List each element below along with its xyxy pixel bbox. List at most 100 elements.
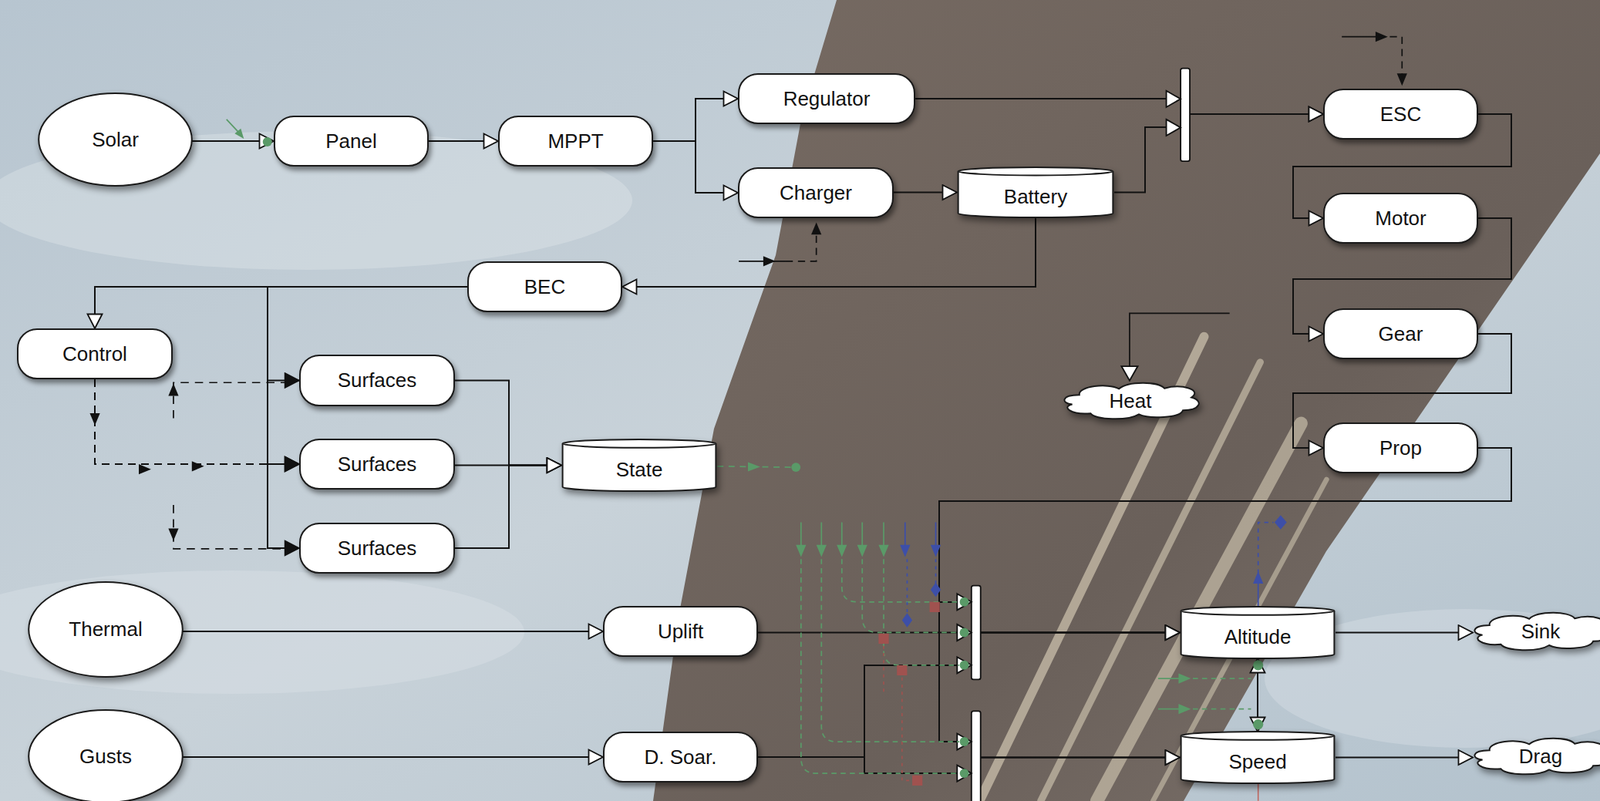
node-label: State [616,458,664,482]
process-box: MPPT [498,115,654,167]
cylinder-rim [1181,610,1335,615]
flow-connector [653,141,738,193]
signal-dot [262,137,273,147]
signal-dot [791,462,801,472]
node-label: D. Soar. [644,746,718,769]
input-triangle [956,593,972,610]
flow-connector [267,286,468,465]
node-label: Uplift [657,620,704,644]
ellipse-outline [28,710,183,801]
signal-square [878,633,889,644]
node-label: Charger [779,181,853,205]
arrowhead [192,461,205,472]
flow-connector [622,217,1036,287]
process-box: Gear [1323,308,1479,360]
signal-line [1377,37,1403,78]
signal-line [738,260,786,263]
flow-connector [267,286,468,549]
process-box: Charger [737,167,894,219]
process-box: ESC [1323,88,1479,140]
signal-line [785,232,817,262]
store-cylinder: State [561,439,718,492]
signal-line [883,638,918,781]
node-label: Gear [1378,323,1424,346]
input-triangle [956,733,972,750]
node-label: Speed [1228,751,1287,774]
signal-line [862,559,960,633]
process-box: Surfaces [299,438,455,490]
arrowhead [747,461,761,472]
flow-connector [939,448,1512,634]
flow-connector [893,192,957,194]
process-box: Surfaces [299,354,455,407]
node-label: Prop [1379,437,1422,460]
arrowhead [1178,704,1191,715]
cloud-outline [1474,613,1600,651]
signal-line [173,382,287,418]
cylinder-rim [1181,735,1335,740]
node-label: Altitude [1224,626,1292,649]
signal-diamond [1274,515,1287,530]
arrowhead [89,413,100,426]
process-box: D. Soar. [602,731,758,783]
junction-bar [971,710,981,801]
signal-line [173,505,287,550]
signal-diamond [930,582,941,598]
flow-connector [454,380,562,466]
control-connector [94,379,300,465]
node-label: Motor [1374,207,1426,230]
signal-arrowheads [89,31,1407,541]
sink-cloud: Drag [1469,734,1600,779]
arrowhead [1253,571,1264,584]
input-triangle [956,656,972,674]
cloud-outline [1474,738,1600,775]
signal-dot [960,737,970,747]
arrowhead [1375,31,1388,42]
wing-band [653,0,1600,801]
cylinder-body [562,439,717,492]
arrowhead [234,128,244,139]
flow-connector [1335,757,1473,759]
blue-signals [905,522,1274,615]
signal-line [1183,708,1251,711]
input-triangle [1166,90,1182,108]
cylinder-body [958,167,1114,218]
control-signals [173,37,1402,550]
signal-dot [960,660,970,671]
arrowhead [763,256,776,267]
signal-dot [1253,660,1264,671]
node-label: Drag [1519,745,1563,768]
node-label: Gusts [79,745,132,768]
signal-dot [960,768,970,779]
flow-connector [1335,632,1473,634]
flow-connector [454,465,562,550]
node-label: Control [62,343,128,366]
arrowhead [811,222,822,235]
node-label: Regulator [783,87,871,111]
arrowhead [899,545,941,558]
flow-connector [915,98,1324,115]
signal-square [912,775,923,786]
junction-bars [956,68,1190,801]
signal-line [801,559,960,774]
heat-line [1129,313,1230,368]
signal-square [896,665,907,676]
node-label: Surfaces [337,453,418,476]
arrowhead [138,464,152,475]
green-signals [226,119,1252,774]
signal-line [1258,522,1274,574]
streak [979,336,1204,801]
decorations [89,31,1407,801]
sink-cloud: Heat [1059,379,1202,423]
node-label: Surfaces [337,369,418,392]
junction-bar [1180,68,1190,162]
flow-connector [192,140,274,142]
process-box: Regulator [737,73,916,125]
node-label: Heat [1109,390,1152,413]
node-label: ESC [1380,103,1422,126]
node-label: Sink [1521,620,1561,644]
cylinder-body [1181,731,1335,784]
cylinder-body [1181,606,1335,659]
source-ellipse: Thermal [27,581,184,678]
input-triangle [956,765,972,782]
